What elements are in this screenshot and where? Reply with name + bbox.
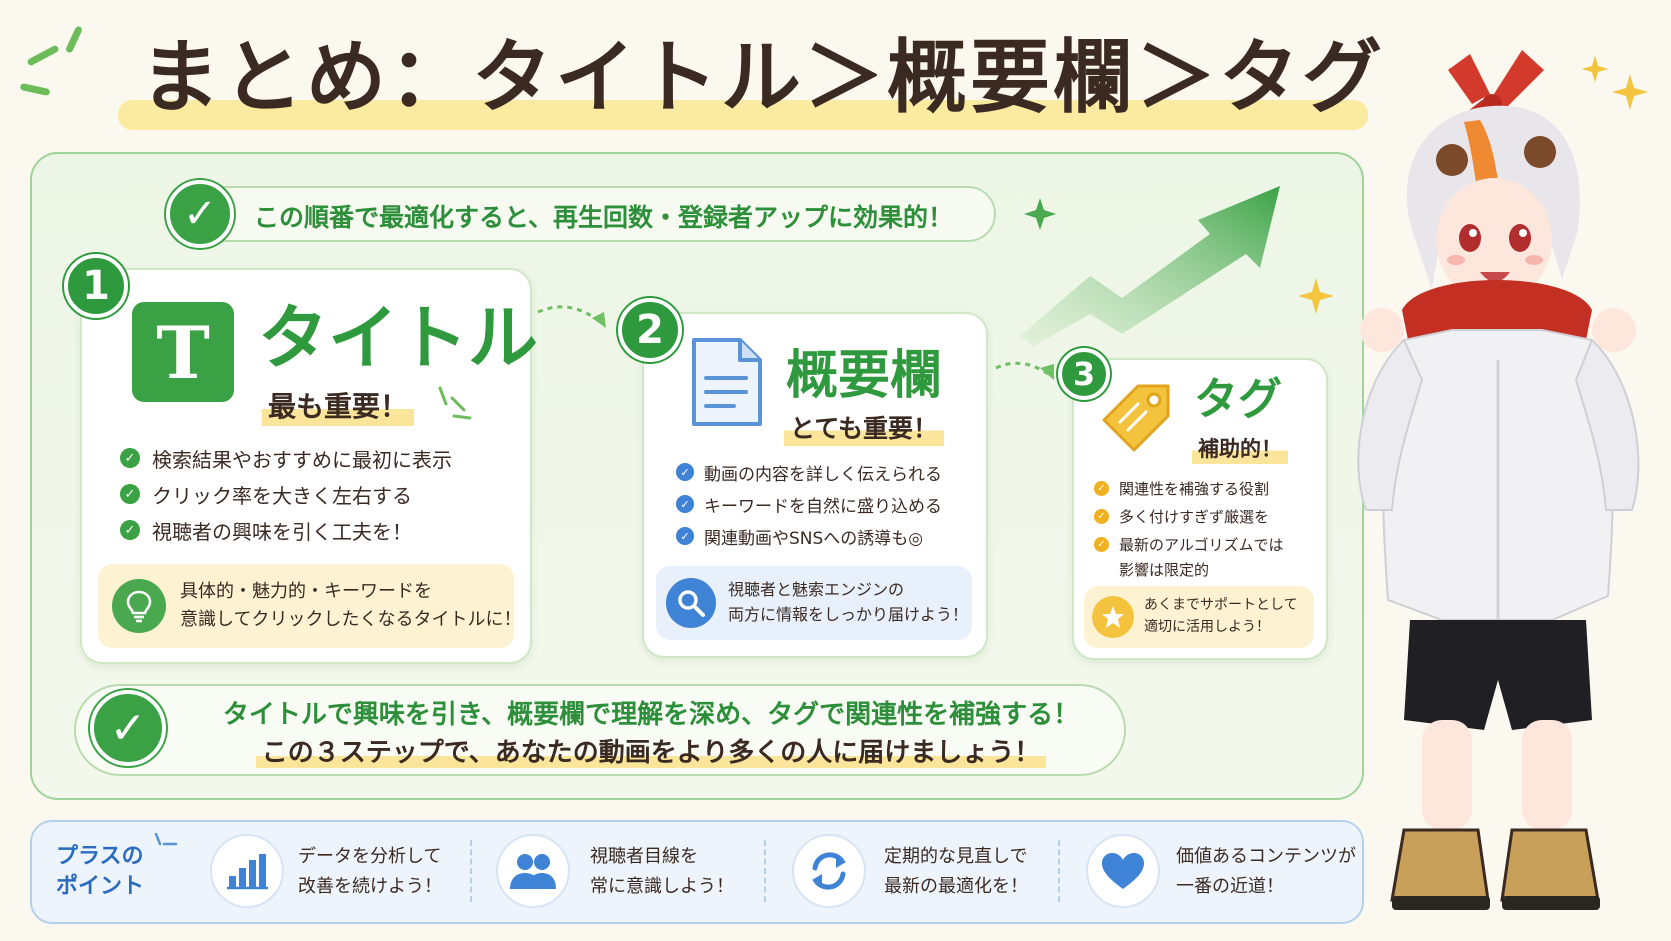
number-badge: 2 (618, 298, 682, 362)
list-item: ✓ キーワードを自然に盛り込める (676, 488, 976, 520)
bullet-list: ✓ 検索結果やおすすめに最初に表示 ✓ クリック率を大きく左右する ✓ 視聴者の… (120, 440, 520, 548)
list-item: ✓ 関連動画やSNSへの誘導も◎ (676, 520, 976, 552)
divider (764, 840, 766, 902)
lightbulb-icon (112, 579, 166, 633)
check-icon: ✓ (1094, 480, 1109, 496)
banner (170, 186, 996, 242)
deco-line (19, 82, 51, 97)
heart-icon (1086, 834, 1160, 908)
plus-points-title: プラスの ポイント (56, 844, 145, 899)
refresh-icon (792, 834, 866, 908)
bullet-list: ✓ 関連性を補強する役割 ✓ 多く付けすぎず厳選を ✓ 最新のアルゴリズムでは … (1094, 474, 1324, 580)
tip-box: 具体的・魅力的・キーワードを 意識してクリックしたくなるタイトルに！ (98, 564, 521, 648)
card-heading: 概要欄 (786, 346, 943, 406)
divider (1058, 840, 1060, 902)
card-subheading: とても重要！ (784, 412, 945, 446)
card-subheading: 最も重要！ (262, 388, 415, 426)
check-icon: ✓ (676, 527, 694, 545)
divider (470, 840, 472, 902)
list-item: ✓ 最新のアルゴリズムでは (1094, 530, 1324, 558)
tip-box: あくまでサポートとして 適切に活用しよう！ (1084, 586, 1314, 648)
magnifier-icon (666, 578, 716, 628)
title-letter: T (156, 309, 210, 395)
check-icon: ✓ (120, 448, 140, 468)
users-icon (496, 834, 570, 908)
summary-line-2: この３ステップで、あなたの動画をより多くの人に届けましょう！ (186, 732, 1116, 768)
character-illustration (1357, 50, 1640, 910)
title-highlight (118, 100, 1368, 130)
plus-item-text: データを分析して 改善を続けよう！ (298, 846, 442, 897)
tip-box: 視聴者と魅索エンジンの 両方に情報をしっかり届けよう！ (656, 566, 972, 640)
list-item: ✓ 多く付けすぎず厳選を (1094, 502, 1324, 530)
list-item: ✓ 検索結果やおすすめに最初に表示 (120, 440, 520, 476)
check-icon: ✓ (166, 180, 234, 248)
dotted-arrow-icon (995, 361, 1054, 380)
deco-line (26, 44, 60, 67)
tag-icon (1102, 384, 1170, 452)
deco-line (64, 25, 84, 54)
star-icon (1092, 596, 1134, 638)
check-icon: ✓ (1094, 536, 1109, 552)
dotted-arrow-icon (537, 305, 606, 328)
check-icon: ✓ (120, 484, 140, 504)
bar-chart-icon (210, 834, 284, 908)
rising-arrow-icon (1020, 186, 1280, 346)
tip-text: 具体的・魅力的・キーワードを 意識してクリックしたくなるタイトルに！ (180, 581, 522, 630)
plus-item-text: 価値あるコンテンツが 一番の近道！ (1176, 846, 1356, 897)
tip-text: あくまでサポートとして 適切に活用しよう！ (1144, 597, 1298, 635)
summary-line-1: タイトルで興味を引き、概要欄で理解を深め、タグで関連性を補強する！ (222, 700, 1080, 730)
list-item: ✓ 視聴者の興味を引く工夫を！ (120, 512, 520, 548)
list-item: ✓ 動画の内容を詳しく伝えられる (676, 456, 976, 488)
emphasis-lines-icon (438, 386, 472, 420)
sparkle-icon (1298, 278, 1334, 314)
banner-text: この順番で最適化すると、再生回数・登録者アップに効果的！ (254, 203, 954, 232)
check-icon: ✓ (120, 520, 140, 540)
check-icon: ✓ (676, 463, 694, 481)
check-icon: ✓ (1094, 508, 1109, 524)
sparkle-icon (1612, 74, 1648, 110)
number-badge: 3 (1058, 348, 1110, 400)
document-icon (692, 338, 762, 426)
plus-item-text: 定期的な見直しで 最新の最適化を！ (884, 846, 1028, 897)
sparkle-icon (1581, 55, 1609, 83)
page-title: まとめ：タイトル＞概要欄＞タグ (140, 31, 1385, 124)
check-icon: ✓ (676, 495, 694, 513)
card-heading: タグ (1194, 374, 1282, 425)
number-badge: 1 (64, 254, 128, 318)
emphasis-lines-icon (154, 832, 178, 846)
check-icon: ✓ (90, 690, 166, 766)
list-item: ✓ クリック率を大きく左右する (120, 476, 520, 512)
tip-text: 視聴者と魅索エンジンの 両方に情報をしっかり届けよう！ (728, 580, 969, 624)
card-subheading: 補助的！ (1192, 434, 1288, 464)
list-item: 影響は限定的 (1119, 560, 1210, 579)
bullet-list: ✓ 動画の内容を詳しく伝えられる ✓ キーワードを自然に盛り込める ✓ 関連動画… (676, 456, 976, 552)
card-heading: タイトル (258, 297, 538, 379)
list-item: ✓ 関連性を補強する役割 (1094, 474, 1324, 502)
plus-item-text: 視聴者目線を 常に意識しよう！ (590, 846, 734, 897)
title-letter-icon: T (132, 302, 234, 402)
